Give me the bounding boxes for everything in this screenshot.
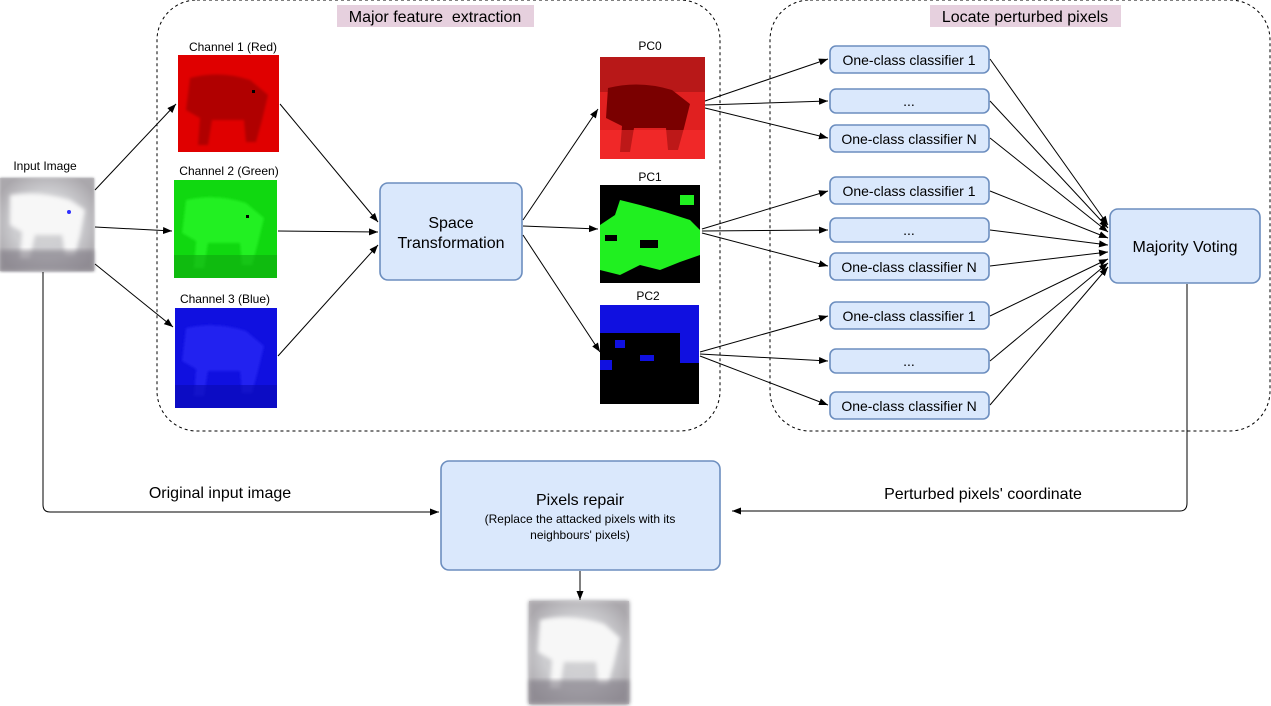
classifier-ellipsis-box[interactable] [829,88,990,114]
pixels-repair-box[interactable] [440,460,721,571]
locate-title: Locate perturbed pixels [942,9,1108,26]
channel-red-image [178,55,279,152]
classifier-ellipsis-box[interactable] [829,348,990,374]
input-image-label: Input Image [13,159,77,173]
pc0-label: PC0 [638,39,662,53]
channel-green-label: Channel 2 (Green) [179,164,278,178]
pc1-image [600,185,700,283]
space-transformation-line1: Space [428,215,473,232]
classifier-n-label: One-class classifier N [841,259,976,275]
classifier-1-box[interactable] [829,45,990,74]
classifier-n-label: One-class classifier N [841,398,976,414]
input-image [0,178,94,271]
classifier-ellipsis-label: ... [903,222,915,238]
classifier-n-box[interactable] [829,124,990,153]
majority-voting-label: Majority Voting [1133,239,1238,256]
pixels-repair-title: Pixels repair [536,492,625,509]
classifier-group-pc2: One-class classifier 1 ... One-class cla… [829,301,990,420]
feature-extraction-title-bg [337,5,534,27]
classifier-1-box[interactable] [829,301,990,330]
edges [42,58,1188,600]
pixels-repair-desc-2: neighbours' pixels) [530,528,630,542]
classifier-1-label: One-class classifier 1 [842,308,975,324]
channel-blue-label: Channel 3 (Blue) [180,292,270,306]
pc1-label: PC1 [638,170,662,184]
space-transformation-box[interactable] [379,182,523,281]
perturbed-coordinate-edge-label: Perturbed pixels' coordinate [884,486,1082,503]
classifier-ellipsis-box[interactable] [829,217,990,243]
classifier-group-pc0: One-class classifier 1 ... One-class cla… [829,45,990,153]
pc2-image [600,305,699,404]
channel-red-label: Channel 1 (Red) [189,40,277,54]
pixels-repair-desc-1: (Replace the attacked pixels with its [485,512,676,526]
classifier-ellipsis-label: ... [903,93,915,109]
channel-blue-image [175,308,277,408]
classifier-n-box[interactable] [829,252,990,281]
classifier-1-box[interactable] [829,176,990,205]
channel-green-image [174,180,277,278]
original-input-edge-label: Original input image [149,485,291,502]
feature-extraction-title: Major feature extraction [349,9,522,26]
majority-voting-box[interactable] [1109,208,1261,284]
classifier-ellipsis-label: ... [903,353,915,369]
pc2-label: PC2 [636,289,660,303]
classifier-1-label: One-class classifier 1 [842,52,975,68]
space-transformation-line2: Transformation [398,235,505,252]
classifier-1-label: One-class classifier 1 [842,183,975,199]
classifier-group-pc1: One-class classifier 1 ... One-class cla… [829,176,990,281]
output-image [529,601,629,704]
feature-extraction-group [156,0,721,432]
locate-title-bg [930,5,1121,27]
classifier-n-label: One-class classifier N [841,131,976,147]
locate-group [769,0,1271,432]
classifier-n-box[interactable] [829,391,990,420]
pc0-image [600,57,705,159]
